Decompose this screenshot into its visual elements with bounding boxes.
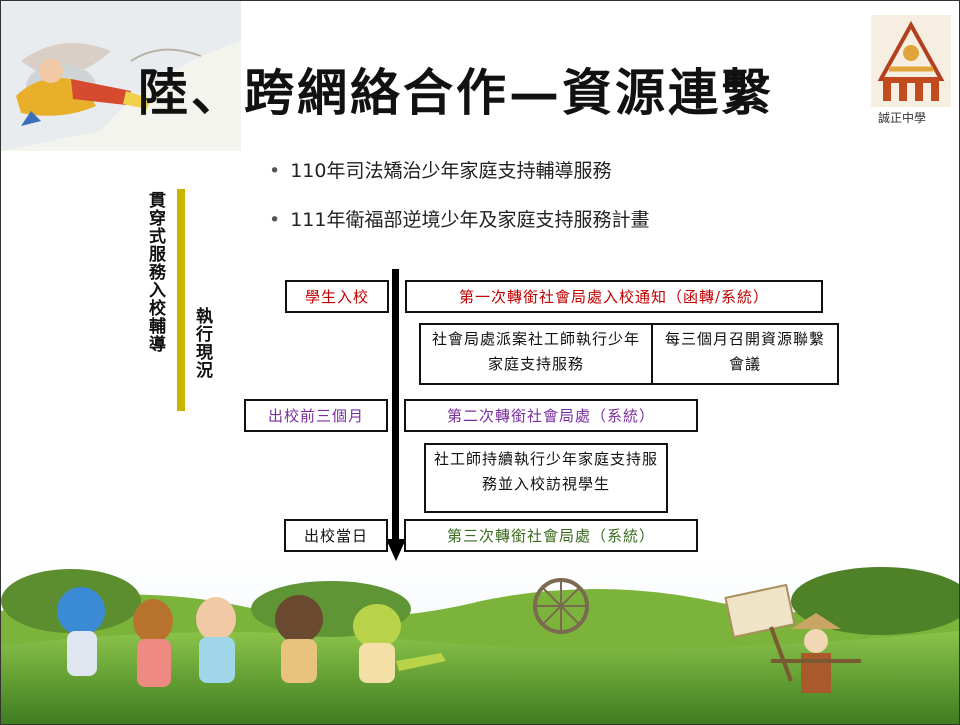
stage2-action-box: 第二次轉銜社會局處（系統） (404, 399, 698, 432)
flying-child-illustration (1, 1, 241, 151)
bullet-text: 110年司法矯治少年家庭支持輔導服務 (290, 160, 612, 182)
stage1-action-box: 第一次轉銜社會局處入校通知（函轉/系統） (405, 280, 823, 313)
service-box-social-worker: 社會局處派案社工師執行少年家庭支持服務 (419, 323, 653, 385)
side-label-main: 貫穿式服務入校輔導 (145, 191, 165, 353)
service-box-meeting: 每三個月召開資源聯繫會議 (651, 323, 839, 385)
bullet-dot-icon: • (269, 160, 281, 182)
logo-text: 誠正中學 (878, 111, 927, 125)
side-label-sub: 執行現況 (192, 307, 212, 379)
school-logo (871, 15, 951, 107)
stage3-label-box: 出校當日 (284, 519, 388, 552)
bullet-item: • 111年衛福部逆境少年及家庭支持服務計畫 (269, 205, 650, 232)
timeline-arrow-head-icon (386, 539, 406, 561)
bullet-dot-icon: • (269, 209, 281, 231)
accent-bar (177, 189, 185, 411)
meadow-children-illustration (1, 561, 959, 724)
stage3-action-box: 第三次轉銜社會局處（系統） (404, 519, 698, 552)
bullet-item: • 110年司法矯治少年家庭支持輔導服務 (269, 156, 612, 183)
service-box-ongoing: 社工師持續執行少年家庭支持服務並入校訪視學生 (424, 443, 668, 513)
bullet-text: 111年衛福部逆境少年及家庭支持服務計畫 (290, 209, 650, 231)
page-title: 陸、跨網絡合作—資源連繫 (138, 63, 774, 122)
stage1-label-box: 學生入校 (285, 280, 389, 313)
stage2-label-box: 出校前三個月 (244, 399, 388, 432)
timeline-arrow-shaft (392, 269, 399, 541)
